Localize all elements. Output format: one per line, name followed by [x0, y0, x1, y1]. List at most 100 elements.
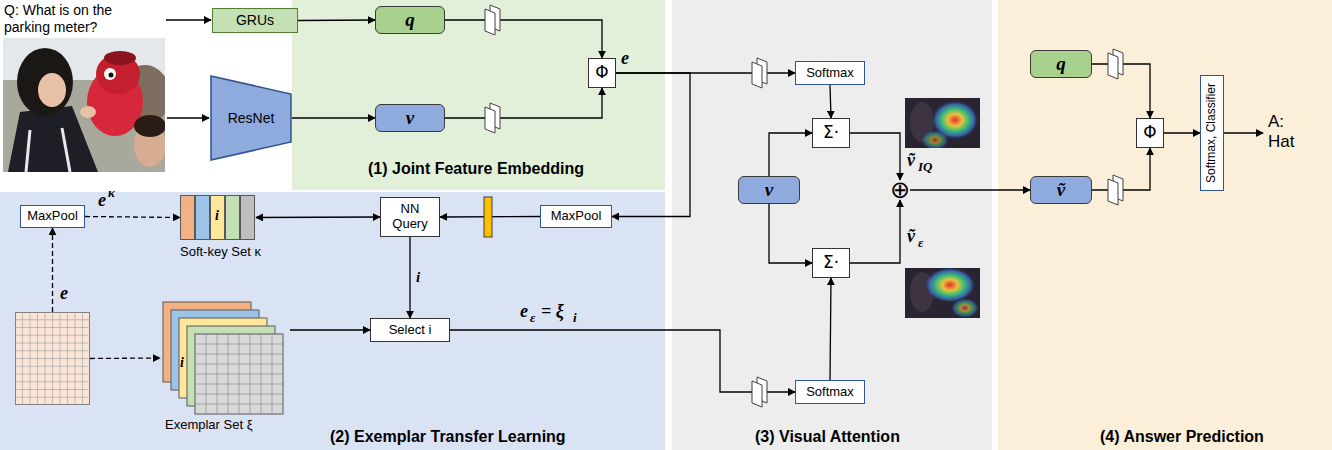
- feature-map-icon: [485, 103, 500, 133]
- connector: [256, 216, 380, 218]
- node-text: Softmax: [806, 66, 854, 81]
- node-text: Φ: [595, 63, 608, 83]
- connector: [445, 20, 602, 58]
- grid-line: [15, 343, 90, 344]
- connector: [292, 117, 375, 118]
- node-text: GRUs: [236, 12, 274, 28]
- grid-line: [195, 344, 283, 345]
- node-text: NN Query: [385, 202, 435, 232]
- node-text: Soft-key Set κ: [180, 245, 261, 260]
- edge-label: i: [416, 269, 420, 286]
- photo-eye: [104, 68, 116, 80]
- feature-map-icon: [485, 5, 500, 35]
- embedding-grid: [15, 312, 90, 405]
- encoder-box: GRUs: [212, 8, 298, 33]
- photo-pupil: [109, 73, 114, 78]
- grid-line: [15, 366, 90, 367]
- grid-line: [195, 374, 283, 375]
- math-symbol: ṽ: [907, 150, 915, 171]
- stage-panel: (2) Exemplar Transfer LearningMaxPooliSo…: [0, 192, 665, 450]
- node-text: v: [765, 179, 773, 201]
- attention-heat: [921, 130, 949, 148]
- feature-box: v: [738, 176, 800, 204]
- grid-line: [15, 319, 90, 320]
- stage-panel: (1) Joint Feature EmbeddingqvΦ: [292, 0, 665, 190]
- photo-stripe: [26, 128, 70, 172]
- node-text: Σ·: [823, 123, 839, 143]
- attention-heat: [951, 298, 979, 318]
- node-text: MaxPool: [27, 209, 78, 224]
- answer-text: A: Hat: [1268, 112, 1308, 153]
- grid-line: [15, 389, 90, 390]
- node-text: Φ: [1143, 123, 1156, 143]
- connector: [850, 133, 900, 180]
- grid-line: [195, 384, 283, 385]
- grid-line: [195, 354, 283, 355]
- math-subscript: i: [573, 311, 577, 326]
- photo-ground: [3, 38, 165, 172]
- math-subscript: ε: [530, 311, 535, 326]
- feature-box: q: [1030, 50, 1092, 78]
- grid-line: [15, 374, 90, 375]
- photo-child-hair: [134, 115, 165, 137]
- attention-map: [905, 268, 980, 318]
- exemplar-set-shape: [160, 300, 290, 416]
- soft-key-set: iSoft-key Set κ: [180, 195, 256, 240]
- math-symbol: = ξ: [541, 301, 564, 322]
- soft-key-bar: [181, 196, 195, 240]
- math-symbol: e: [520, 301, 528, 322]
- feature-map-icon: [1108, 175, 1123, 205]
- grid-line: [15, 335, 90, 336]
- connector: [769, 204, 812, 263]
- grid-line: [195, 364, 283, 365]
- photo-hat: [104, 51, 136, 65]
- grid-line: [195, 394, 283, 395]
- photo-face: [38, 73, 66, 107]
- soft-key-bar: [226, 196, 240, 240]
- feature-map-icon: [752, 377, 767, 407]
- node-text: MaxPool: [551, 209, 602, 224]
- connector: [409, 237, 410, 318]
- fusion-box: Φ: [588, 58, 616, 88]
- soft-key-bar: [241, 196, 255, 240]
- soft-key-bar: [211, 196, 225, 240]
- query-vector-bar: [484, 197, 492, 237]
- grid-line: [15, 327, 90, 328]
- math-symbol: ṽ: [907, 226, 915, 247]
- grid-line: [15, 358, 90, 359]
- photo-body: [8, 106, 98, 172]
- softmax-box: Softmax: [795, 61, 865, 85]
- panel-title: (4) Answer Prediction: [1100, 428, 1264, 446]
- fusion-box: Φ: [1136, 118, 1164, 148]
- input-photo: [3, 38, 165, 172]
- panel-ground: [0, 192, 665, 450]
- node-text: q: [405, 9, 415, 31]
- connector: [90, 357, 160, 359]
- grid-line: [195, 404, 283, 405]
- node-text: Select i: [389, 323, 432, 338]
- node-text: Exemplar Set ξ: [165, 418, 252, 433]
- stage-panel: (3) Visual AttentionSoftmaxΣ·⊕vΣ·Softmax: [672, 0, 992, 450]
- connector: [290, 329, 370, 330]
- exemplar-set: iExemplar Set ξ: [160, 300, 290, 416]
- grid-line: [15, 381, 90, 382]
- embedding-grid-node: e: [15, 312, 90, 405]
- connector: [298, 19, 375, 21]
- node-text: Softmax: [806, 385, 854, 400]
- connector: [850, 200, 900, 263]
- photo-hand: [80, 106, 96, 118]
- connector: [769, 133, 812, 176]
- node-text: Σ·: [823, 253, 839, 273]
- panel-title: (1) Joint Feature Embedding: [368, 160, 584, 178]
- soft-key-bar: [196, 196, 210, 240]
- node-text: ResNet: [228, 110, 275, 126]
- node-text: Softmax, Classifier: [1205, 83, 1219, 183]
- classifier-box: Softmax, Classifier: [1200, 75, 1224, 191]
- grid-line: [15, 350, 90, 351]
- grid-ground: [16, 313, 90, 405]
- weighted-sum-box: Σ·: [812, 118, 850, 148]
- sum-symbol: ⊕: [890, 180, 910, 200]
- math-symbol: e: [98, 190, 106, 211]
- attention-heat: [924, 268, 976, 303]
